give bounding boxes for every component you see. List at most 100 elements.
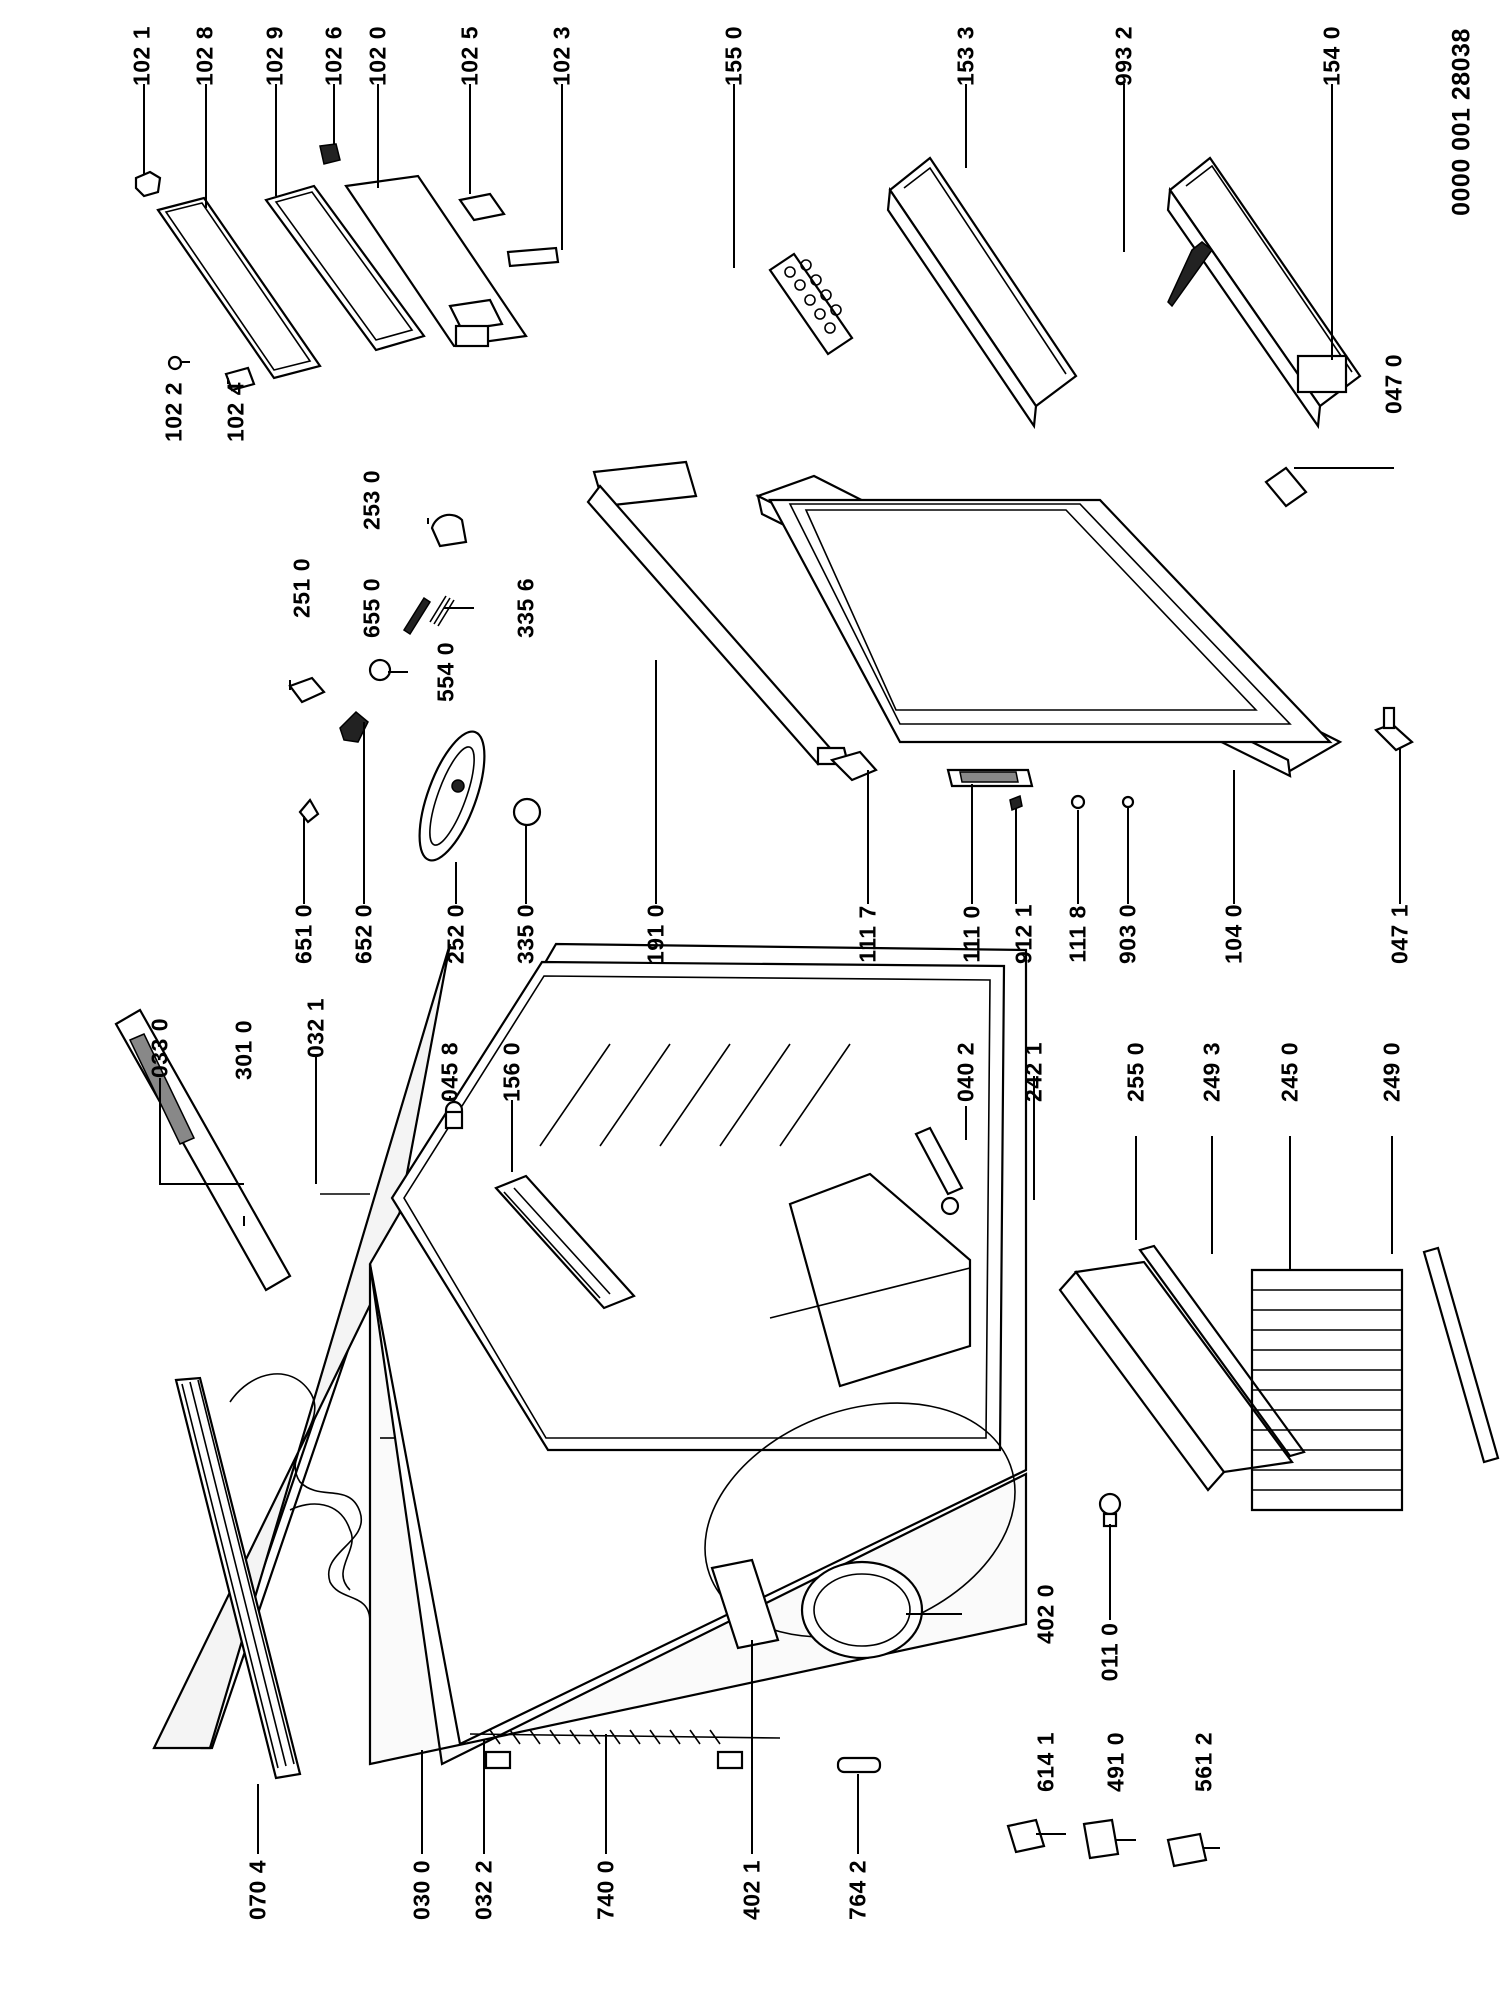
drain-plug-0110 <box>1098 1492 1122 1528</box>
wire-shelf-2450 <box>1250 1268 1404 1512</box>
callout-6510: 651 0 <box>290 903 317 965</box>
callout-0110: 011 0 <box>1096 1622 1123 1682</box>
callout-1026: 102 6 <box>320 25 347 87</box>
callout-9932: 993 2 <box>1110 25 1137 87</box>
screw-0458 <box>444 1100 464 1130</box>
callout-1533: 153 3 <box>952 25 979 87</box>
screw-9030 <box>1121 795 1135 809</box>
callout-2421: 242 1 <box>1020 1041 1047 1103</box>
callout-1024: 102 4 <box>222 381 249 443</box>
callout-1117: 111 7 <box>854 905 881 963</box>
callout-0330: 033 0 <box>146 1017 173 1079</box>
callout-1540: 154 0 <box>1318 25 1345 87</box>
callout-1023: 102 3 <box>548 25 575 87</box>
callout-7642: 764 2 <box>844 1859 871 1921</box>
part-5612 <box>1166 1832 1208 1868</box>
callout-6550: 655 0 <box>358 577 385 639</box>
callout-1550: 155 0 <box>720 25 747 87</box>
callout-2530: 253 0 <box>358 469 385 531</box>
clip-1118 <box>1070 794 1086 810</box>
callout-0321: 032 1 <box>302 997 329 1059</box>
callout-1020: 102 0 <box>364 25 391 87</box>
screw-9121 <box>1009 794 1023 812</box>
callout-3350: 335 0 <box>512 903 539 965</box>
shelf-trim-2490 <box>1422 1246 1500 1464</box>
clip-1026 <box>319 143 341 165</box>
callout-2520: 252 0 <box>442 903 469 965</box>
callout-5540: 554 0 <box>432 641 459 703</box>
ice-tray-1560 <box>494 1174 636 1310</box>
callout-1029: 102 9 <box>261 25 288 87</box>
callout-2493: 249 3 <box>1198 1041 1225 1103</box>
plate-1025 <box>458 192 506 222</box>
condenser-grille-0704 <box>174 1376 302 1780</box>
hinge-part-1021 <box>134 170 162 198</box>
callout-7400: 740 0 <box>592 1859 619 1921</box>
callout-2490: 249 0 <box>1378 1041 1405 1103</box>
bulb-6510 <box>298 798 320 824</box>
relay-4021 <box>710 1558 780 1650</box>
callout-1025: 102 5 <box>456 25 483 87</box>
foot-0471 <box>1374 706 1414 752</box>
back-panel-0330 <box>229 1373 371 1623</box>
callout-0322: 032 2 <box>470 1859 497 1921</box>
callout-1040: 104 0 <box>1220 903 1247 965</box>
part-2510 <box>288 676 326 704</box>
leader-lines <box>143 84 1401 1854</box>
callout-9121: 912 1 <box>1010 903 1037 965</box>
screw-1022 <box>167 355 183 371</box>
condenser-7400 <box>469 1729 781 1770</box>
callout-9030: 903 0 <box>1114 903 1141 965</box>
callout-5612: 561 2 <box>1190 1731 1217 1793</box>
callout-1560: 156 0 <box>498 1041 525 1103</box>
callout-1021: 102 1 <box>128 25 155 87</box>
knob-3350 <box>512 797 542 827</box>
door-shelf-1533 <box>886 156 1078 430</box>
callout-4020: 402 0 <box>1032 1583 1059 1645</box>
document-number: 0000 001 28038 <box>1447 28 1476 216</box>
part-6141 <box>1006 1818 1046 1854</box>
door-gasket-1910 <box>586 460 850 766</box>
callout-4910: 491 0 <box>1102 1731 1129 1793</box>
callout-1910: 191 0 <box>642 903 669 965</box>
callout-2450: 245 0 <box>1276 1041 1303 1103</box>
glass-shelf-2550 <box>1058 1260 1294 1492</box>
foot-0470 <box>1264 466 1308 508</box>
callout-0458: 045 8 <box>436 1041 463 1103</box>
callout-0704: 070 4 <box>244 1859 271 1921</box>
callout-3356: 335 6 <box>512 577 539 639</box>
sensor-6550 <box>402 596 432 636</box>
filter-7642 <box>836 1756 882 1774</box>
shelf-trim-2493 <box>1138 1244 1306 1458</box>
callout-1118: 111 8 <box>1064 905 1091 963</box>
top-cover-3010 <box>114 1008 292 1292</box>
evaporator-cover-1020 <box>344 174 528 348</box>
compressor-4020 <box>800 1560 924 1660</box>
callout-4021: 402 1 <box>738 1859 765 1921</box>
gasket-frame-1028 <box>156 196 322 380</box>
callout-1022: 102 2 <box>160 381 187 443</box>
callout-6141: 614 1 <box>1032 1731 1059 1793</box>
handle-1117 <box>829 750 878 782</box>
callout-6520: 652 0 <box>350 903 377 965</box>
bracket-1023 <box>506 246 560 268</box>
callout-0402: 040 2 <box>952 1041 979 1103</box>
spring-3356 <box>429 595 455 627</box>
callout-0470: 047 0 <box>1380 353 1407 415</box>
hinge-1110 <box>946 768 1034 788</box>
frame-1029 <box>264 184 426 352</box>
callout-2550: 255 0 <box>1122 1041 1149 1103</box>
clip-part-9932 <box>1167 241 1214 308</box>
thermostat-housing-2520 <box>418 730 486 862</box>
knob-2530 <box>430 513 468 548</box>
door-1040 <box>755 474 1343 778</box>
callout-1028: 102 8 <box>191 25 218 87</box>
hinge-0402 <box>914 1126 964 1216</box>
callout-0300: 030 0 <box>408 1859 435 1921</box>
tab-1024 <box>224 366 256 392</box>
callout-0471: 047 1 <box>1386 903 1413 965</box>
clip-5540 <box>368 658 392 682</box>
callout-3010: 301 0 <box>230 1019 257 1081</box>
